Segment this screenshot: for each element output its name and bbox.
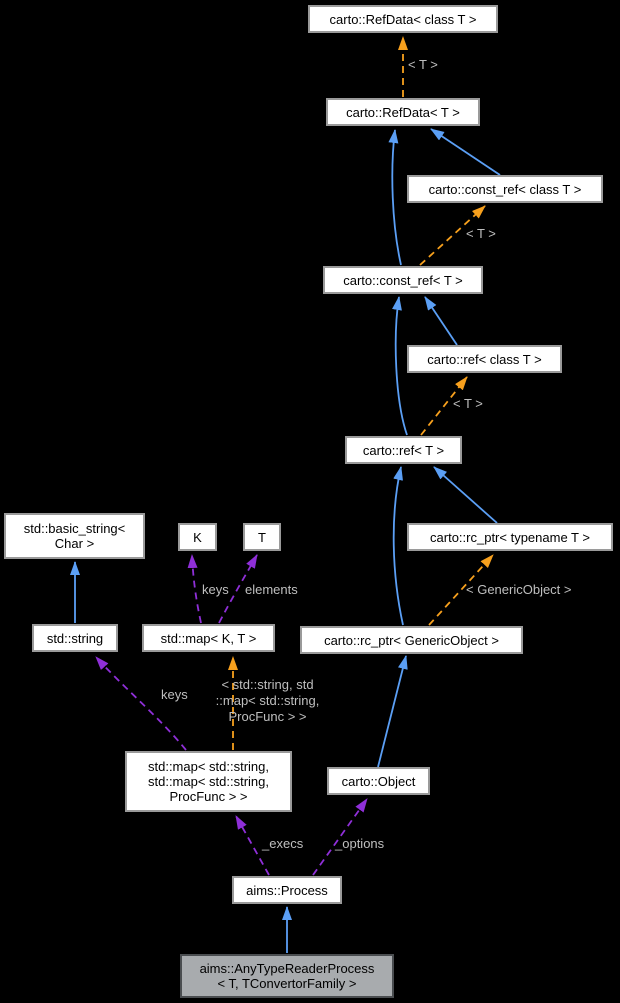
edge-label-usage-options: _options xyxy=(335,836,385,851)
node-k[interactable]: K xyxy=(178,523,217,551)
edge-usage-map-elements-t xyxy=(218,554,258,624)
node-aims-process[interactable]: aims::Process xyxy=(232,876,342,904)
edge-label-template-constref: < T > xyxy=(466,226,496,241)
node-carto-ref-t[interactable]: carto::ref< T > xyxy=(345,436,462,464)
edge-label-template-map-args: < std::string, std ::map< std::string, P… xyxy=(215,677,320,724)
node-std-map-k-t[interactable]: std::map< K, T > xyxy=(142,624,275,652)
edge-label-usage-elements: elements xyxy=(245,582,298,597)
node-std-map-procfunc[interactable]: std::map< std::string, std::map< std::st… xyxy=(125,751,292,812)
node-carto-ref-class-t[interactable]: carto::ref< class T > xyxy=(407,345,562,373)
edge-usage-map-keys-k xyxy=(187,554,202,624)
edge-inheritance-ref-classt-constref xyxy=(424,296,458,346)
node-carto-object[interactable]: carto::Object xyxy=(327,767,430,795)
edge-inheritance-constref-classt-refdata xyxy=(430,128,501,176)
node-carto-const-ref-class-t[interactable]: carto::const_ref< class T > xyxy=(407,175,603,203)
node-carto-refdata-t[interactable]: carto::RefData< T > xyxy=(326,98,480,126)
edge-template-constref xyxy=(419,205,486,266)
node-std-string[interactable]: std::string xyxy=(32,624,118,652)
edge-label-usage-procmap-keys: keys xyxy=(161,687,188,702)
edge-usage-procmap-keys-string xyxy=(95,656,187,751)
node-t[interactable]: T xyxy=(243,523,281,551)
edge-inheritance-object-rcptr xyxy=(377,655,408,768)
node-carto-refdata-class-t[interactable]: carto::RefData< class T > xyxy=(308,5,498,33)
edge-usage-process-options-object xyxy=(312,798,368,876)
node-aims-anytypereaderprocess: aims::AnyTypeReaderProcess < T, TConvert… xyxy=(180,954,394,998)
edge-label-usage-keys: keys xyxy=(202,582,229,597)
edge-label-template-rcptr: < GenericObject > xyxy=(466,582,572,597)
node-carto-rc-ptr-genericobject[interactable]: carto::rc_ptr< GenericObject > xyxy=(300,626,523,654)
node-carto-const-ref-t[interactable]: carto::const_ref< T > xyxy=(323,266,483,294)
edge-template-rcptr xyxy=(428,554,494,626)
edge-inheritance-ref-t-constref xyxy=(392,296,408,436)
edge-inheritance-constref-t-refdata xyxy=(388,129,402,266)
edge-label-usage-execs: _execs xyxy=(262,836,304,851)
edge-label-template-ref: < T > xyxy=(453,396,483,411)
node-carto-rc-ptr-typename-t[interactable]: carto::rc_ptr< typename T > xyxy=(407,523,613,551)
edge-inheritance-rcptr-genericobject-ref xyxy=(392,466,404,626)
edge-inheritance-rcptr-typenamet-ref xyxy=(433,466,498,524)
edge-label-template-refdata: < T > xyxy=(408,57,438,72)
edge-template-ref xyxy=(420,376,468,436)
node-std-basic-string-char[interactable]: std::basic_string< Char > xyxy=(4,513,145,559)
